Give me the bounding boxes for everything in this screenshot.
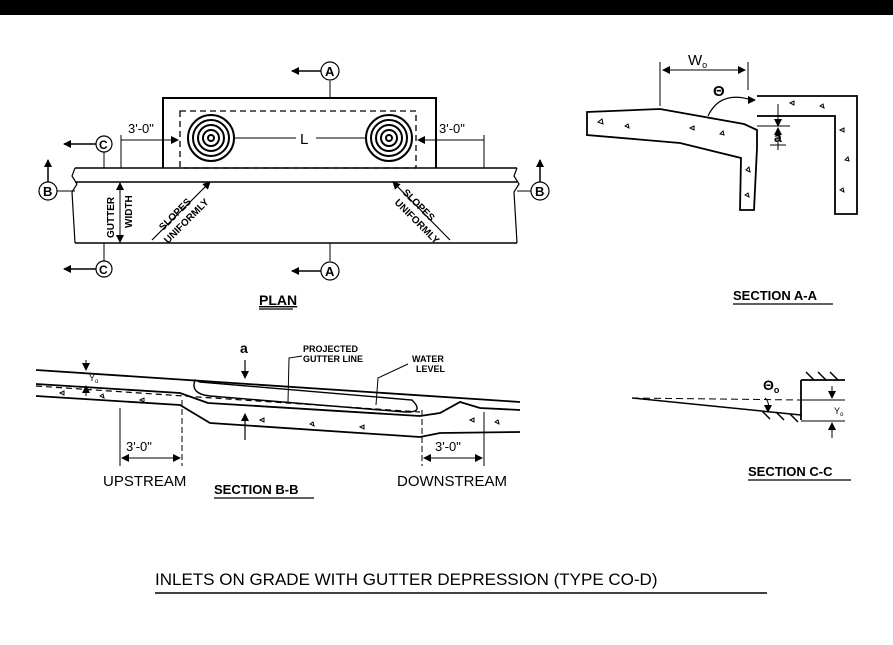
section-bb-downstream: DOWNSTREAM bbox=[397, 473, 507, 490]
plan-dim-right: 3'-0" bbox=[439, 121, 465, 136]
plan-section-c-bottom: C bbox=[99, 263, 108, 277]
section-bb-depression: a bbox=[240, 340, 248, 356]
plan-dim-left: 3'-0" bbox=[128, 121, 154, 136]
plan-gutter-label: GUTTER bbox=[106, 196, 117, 238]
top-border-bar bbox=[0, 0, 893, 15]
section-bb-water-2: LEVEL bbox=[416, 364, 446, 374]
plan-width-label: WIDTH bbox=[124, 195, 135, 228]
plan-section-a-bottom: A bbox=[325, 264, 335, 279]
plan-view: L 3'-0" 3'-0" GUTTER WIDTH SLOPES UNIFOR… bbox=[38, 61, 550, 310]
grate-left bbox=[187, 114, 235, 162]
section-bb-title: SECTION B-B bbox=[214, 482, 299, 497]
main-title: INLETS ON GRADE WITH GUTTER DEPRESSION (… bbox=[155, 570, 657, 589]
section-aa-title: SECTION A-A bbox=[733, 288, 818, 303]
plan-section-c-top: C bbox=[99, 138, 108, 152]
section-cc-view: Θo Yo SECTION C-C bbox=[631, 371, 851, 481]
section-aa-width-label: Wo bbox=[688, 52, 707, 70]
plan-section-b-right: B bbox=[535, 184, 544, 199]
section-bb-view: Yo a PROJECTED GUTTER LINE WATER LEVEL 3… bbox=[35, 340, 521, 499]
plan-section-b-left: B bbox=[43, 184, 52, 199]
section-bb-dim-down: 3'-0" bbox=[435, 439, 461, 454]
section-bb-projected-2: GUTTER LINE bbox=[303, 354, 363, 364]
section-cc-depth: Yo bbox=[834, 406, 844, 418]
section-cc-title: SECTION C-C bbox=[748, 464, 833, 479]
section-aa-view: Wo Θ a SECTION A-A bbox=[586, 52, 858, 305]
section-bb-dim-up: 3'-0" bbox=[126, 439, 152, 454]
grate-right bbox=[365, 114, 413, 162]
section-bb-upstream: UPSTREAM bbox=[103, 473, 186, 490]
section-aa-angle: Θ bbox=[713, 83, 725, 100]
plan-section-a-top: A bbox=[325, 64, 335, 79]
section-bb-water-1: WATER bbox=[412, 354, 444, 364]
plan-title: PLAN bbox=[259, 292, 297, 308]
section-bb-projected-1: PROJECTED bbox=[303, 344, 359, 354]
section-aa-depression: a bbox=[774, 129, 782, 145]
section-bb-depth: Yo bbox=[89, 373, 99, 385]
plan-length-label: L bbox=[300, 131, 308, 148]
section-cc-angle: Θo bbox=[763, 377, 780, 395]
